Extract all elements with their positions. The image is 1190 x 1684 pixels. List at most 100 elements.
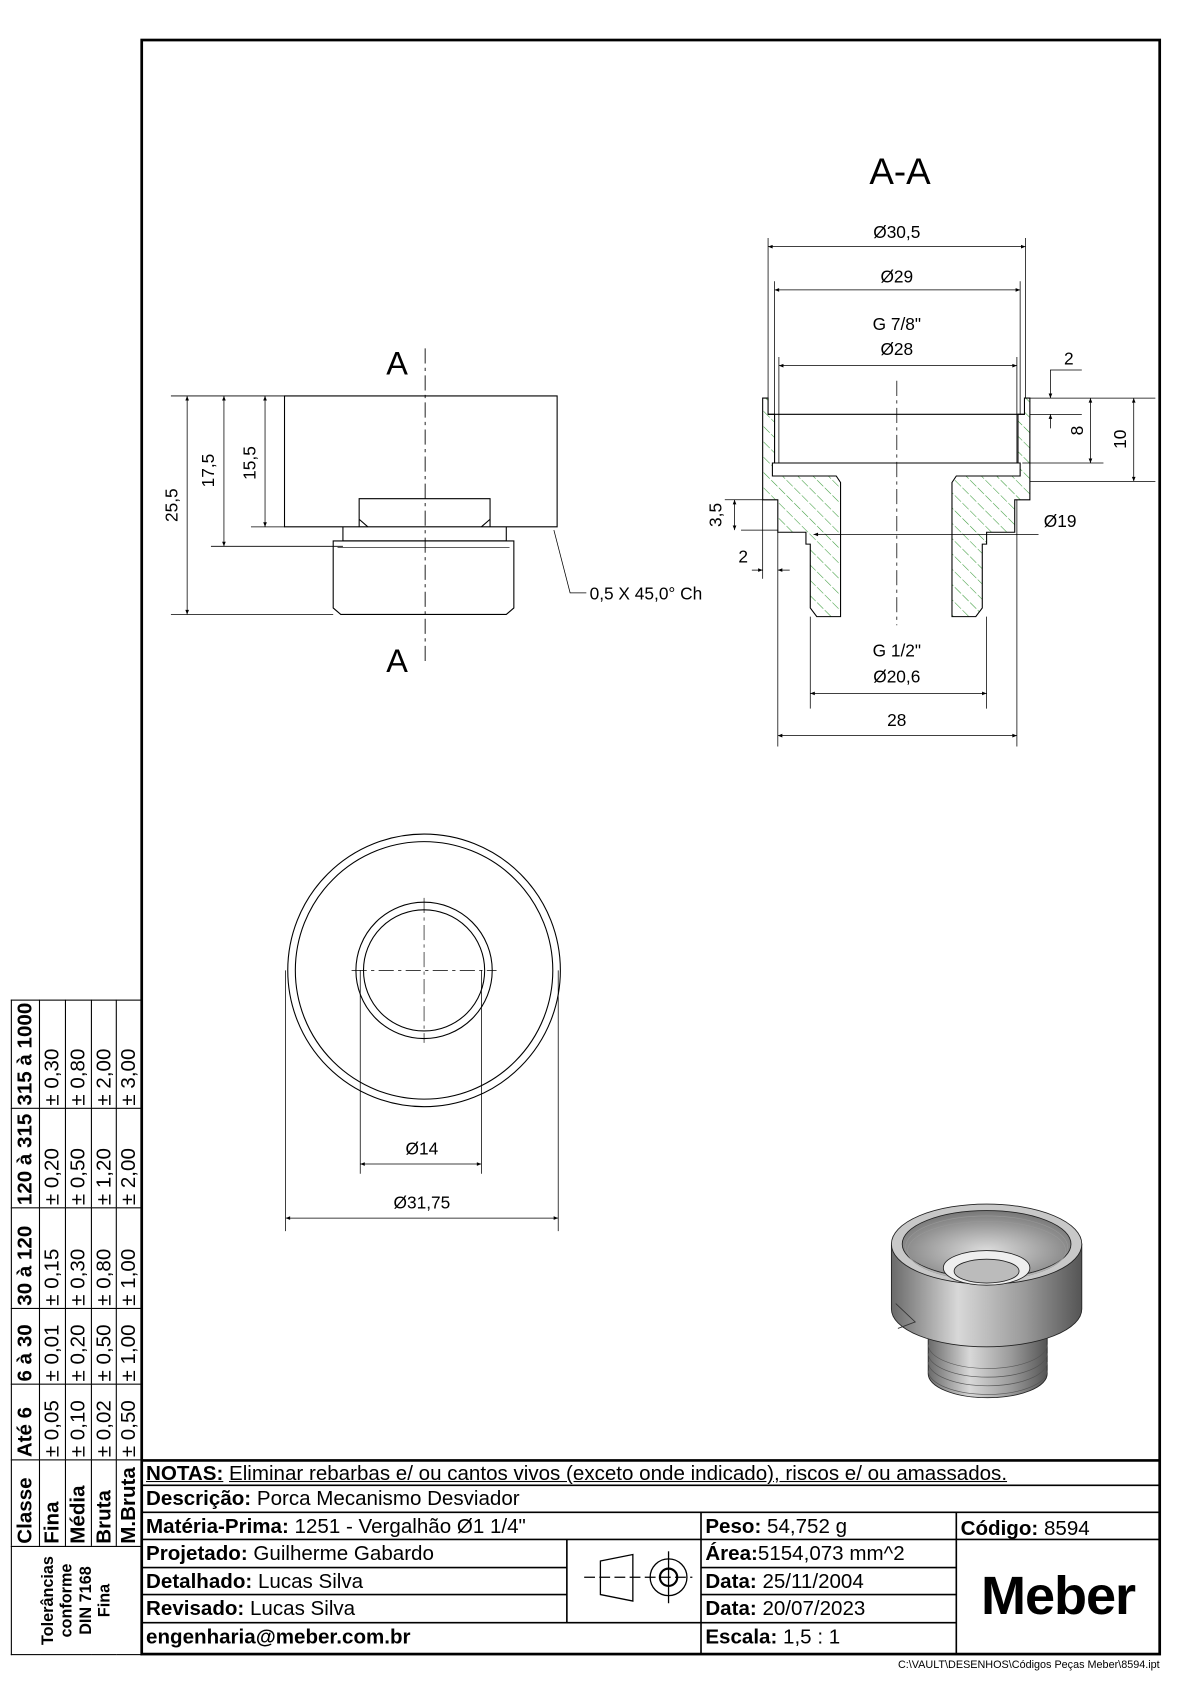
tol-cell: ± 0,10 <box>65 1384 92 1460</box>
dim-d20-6: Ø20,6 <box>873 667 920 687</box>
tol-cell: ± 0,50 <box>91 1308 117 1385</box>
dim-17-5: 17,5 <box>198 454 218 488</box>
tol-header: 120 à 315 <box>11 1108 40 1208</box>
detailed-label: Detalhado: <box>146 1570 253 1594</box>
meber-logo: Meber <box>981 1565 1136 1626</box>
dim-15-5: 15,5 <box>239 446 259 480</box>
scale-value: 1,5 : 1 <box>783 1625 841 1649</box>
designed-value: Guilherme Gabardo <box>253 1542 434 1566</box>
area: Área:5154,073 mm^2 <box>705 1544 904 1565</box>
tol-cell: ± 0,20 <box>65 1308 92 1385</box>
tol-cell: ± 1,00 <box>116 1308 142 1385</box>
dim-thread-bottom: G 1/2" <box>873 641 921 661</box>
tol-header: Até 6 <box>11 1384 40 1460</box>
notes-label: NOTAS: <box>146 1462 224 1486</box>
detailed-by: Detalhado: Lucas Silva <box>146 1572 363 1593</box>
dim-width-28: 28 <box>887 710 906 730</box>
bottom-view <box>285 833 561 1232</box>
tol-cell: ± 0,02 <box>91 1384 117 1460</box>
date1-label: Data: <box>705 1570 757 1594</box>
section-view <box>724 237 1156 747</box>
created-date: Data: 25/11/2004 <box>705 1572 863 1593</box>
tol-header: 30 à 120 <box>11 1207 40 1309</box>
dim-depth-10: 10 <box>1110 430 1130 449</box>
tol-cell: ± 0,80 <box>91 1207 117 1309</box>
dim-thread-top: G 7/8" <box>873 314 921 334</box>
tol-cell: ± 0,05 <box>39 1384 66 1460</box>
tol-cell: ± 2,00 <box>116 1108 142 1208</box>
tol-cell: ± 0,01 <box>39 1308 66 1385</box>
dim-d19: Ø19 <box>1044 511 1077 531</box>
dim-d30-5: Ø30,5 <box>873 222 920 242</box>
tolerance-table: Tolerâncias conforme DIN 7168 Fina Class… <box>11 1000 142 1656</box>
tol-header: 6 à 30 <box>11 1308 40 1385</box>
designed-by: Projetado: Guilherme Gabardo <box>146 1544 434 1565</box>
cut-label-bottom: A <box>386 643 408 679</box>
sheet-frame <box>140 38 1162 1656</box>
tol-header: 315 à 1000 <box>11 1000 40 1109</box>
tol-cell: ± 0,80 <box>65 1000 92 1109</box>
projection-symbol-icon <box>584 1551 693 1604</box>
tol-cell: ± 3,00 <box>116 1000 142 1109</box>
weight-label: Peso: <box>705 1515 762 1539</box>
section-title: A-A <box>869 151 931 192</box>
tol-cell: ± 1,20 <box>91 1108 117 1208</box>
material: Matéria-Prima: 1251 - Vergalhão Ø1 1/4" <box>146 1517 526 1538</box>
dim-depth-8: 8 <box>1067 426 1087 436</box>
title-block-grid <box>141 1459 1160 1655</box>
detailed-value: Lucas Silva <box>257 1570 364 1594</box>
dim-step-2: 2 <box>738 547 748 567</box>
revised-date: Data: 20/07/2023 <box>705 1599 865 1620</box>
designed-label: Projetado: <box>146 1542 248 1566</box>
tol-cell: ± 0,15 <box>39 1207 66 1309</box>
date1-value: 25/11/2004 <box>762 1570 864 1594</box>
weight: Peso: 54,752 g <box>705 1517 847 1538</box>
cut-label-top: A <box>386 345 408 381</box>
dim-d28: Ø28 <box>880 339 913 359</box>
tolerance-standard: Tolerâncias conforme DIN 7168 Fina <box>11 1546 142 1655</box>
tol-class: Bruta <box>91 1459 117 1547</box>
dim-25-5: 25,5 <box>161 488 181 522</box>
dim-d29: Ø29 <box>880 266 913 286</box>
tol-cell: ± 1,00 <box>116 1207 142 1309</box>
tol-cell: ± 0,30 <box>65 1207 92 1309</box>
revised-value: Lucas Silva <box>249 1597 356 1621</box>
tol-cell: ± 2,00 <box>91 1000 117 1109</box>
material-label: Matéria-Prima: <box>146 1515 289 1539</box>
material-value: 1251 - Vergalhão Ø1 1/4" <box>294 1515 526 1539</box>
chamfer-note: 0,5 X 45,0° Ch <box>590 583 703 603</box>
iso-3d-render <box>890 1203 1083 1399</box>
front-view <box>170 348 587 663</box>
revised-label: Revisado: <box>146 1597 245 1621</box>
email: engenharia@meber.com.br <box>146 1625 411 1649</box>
description: Descrição: Porca Mecanismo Desviador <box>146 1489 520 1510</box>
code: Código: 8594 <box>961 1519 1090 1540</box>
description-label: Descrição: <box>146 1487 252 1511</box>
code-value: 8594 <box>1043 1517 1090 1541</box>
notes: NOTAS: Eliminar rebarbas e/ ou cantos vi… <box>146 1464 1007 1485</box>
dim-d14: Ø14 <box>406 1138 439 1158</box>
tol-class: Média <box>65 1459 92 1547</box>
scale: Escala: 1,5 : 1 <box>705 1627 840 1648</box>
notes-text: Eliminar rebarbas e/ ou cantos vivos (ex… <box>229 1462 1008 1486</box>
dim-step-3-5: 3,5 <box>706 503 726 527</box>
description-value: Porca Mecanismo Desviador <box>256 1487 520 1511</box>
tol-header: Classe <box>11 1459 40 1547</box>
tol-cell: ± 0,20 <box>39 1108 66 1208</box>
date2-value: 20/07/2023 <box>762 1597 866 1621</box>
revised-by: Revisado: Lucas Silva <box>146 1599 355 1620</box>
tol-cell: ± 0,50 <box>65 1108 92 1208</box>
date2-label: Data: <box>705 1597 757 1621</box>
weight-value: 54,752 g <box>767 1515 848 1539</box>
tol-class: Fina <box>39 1459 66 1547</box>
area-label: Área: <box>705 1542 758 1566</box>
tol-cell: ± 0,50 <box>116 1384 142 1460</box>
dim-groove-2: 2 <box>1064 349 1074 369</box>
tol-cell: ± 0,30 <box>39 1000 66 1109</box>
code-label: Código: <box>960 1517 1039 1541</box>
tol-class: M.Bruta <box>116 1459 142 1547</box>
scale-label: Escala: <box>705 1625 778 1649</box>
area-value: 5154,073 mm^2 <box>757 1542 905 1566</box>
